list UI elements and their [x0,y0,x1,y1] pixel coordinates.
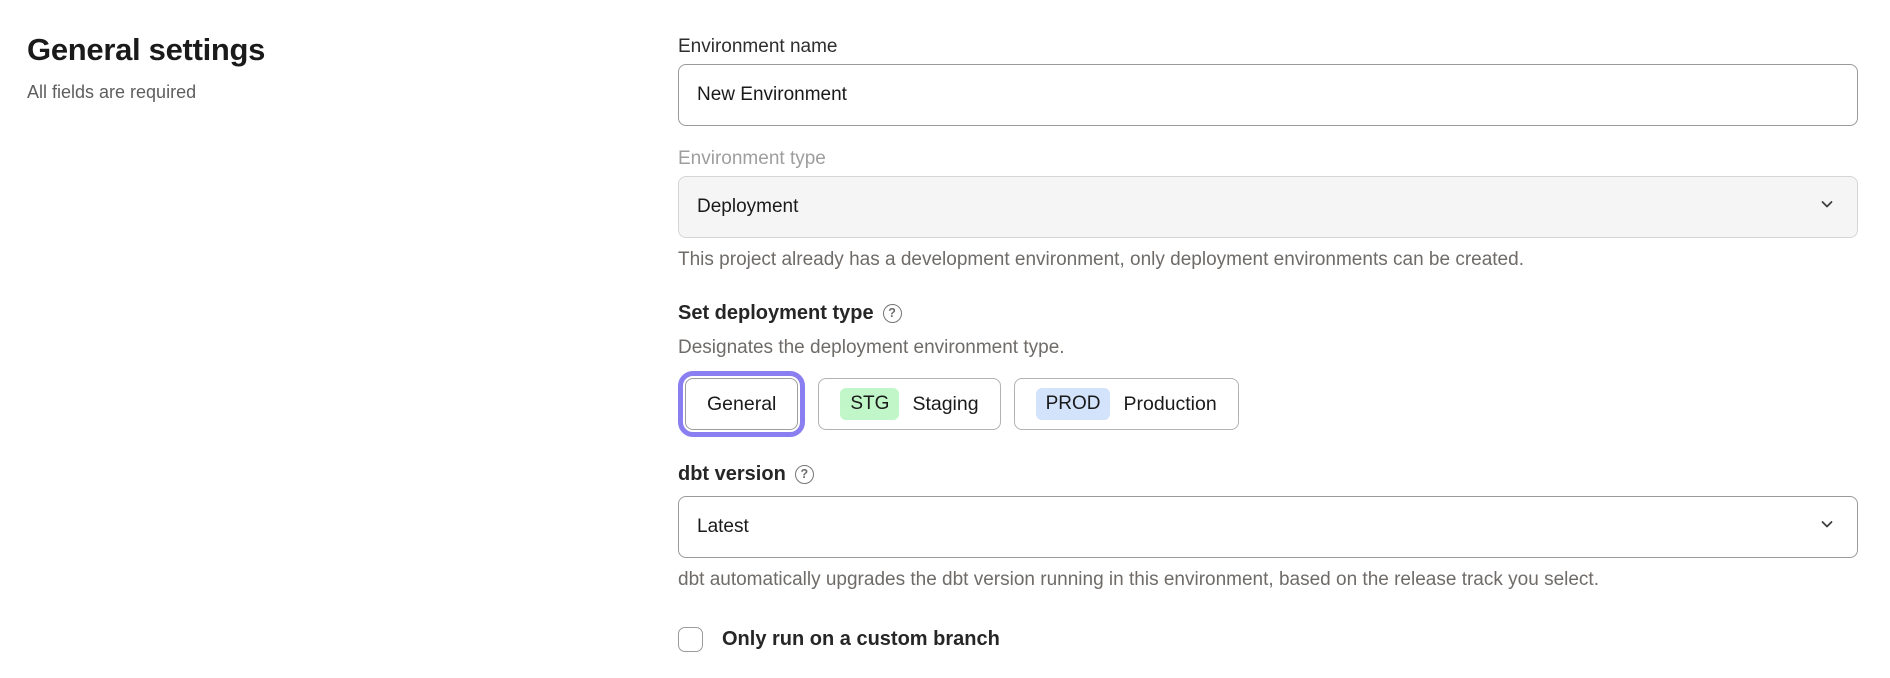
chevron-down-icon [1819,196,1835,218]
custom-branch-checkbox[interactable] [678,627,703,652]
environment-type-helper: This project already has a development e… [678,249,1524,270]
deployment-type-option-production[interactable]: PROD Production [1013,378,1239,430]
chevron-down-icon [1819,516,1835,538]
environment-name-label: Environment name [678,36,838,57]
dbt-version-heading: dbt version ? [678,460,1858,488]
custom-branch-row[interactable]: Only run on a custom branch [678,627,1000,652]
deployment-type-option-staging[interactable]: STG Staging [818,378,1001,430]
deployment-type-options: General STG Staging PROD Production [677,371,1858,437]
environment-type-label: Environment type [678,148,826,169]
deployment-type-heading: Set deployment type ? [678,299,1858,327]
help-icon[interactable]: ? [794,464,814,484]
dbt-version-label: dbt version [678,463,786,485]
deployment-type-label: Set deployment type [678,302,874,324]
settings-intro: General settings All fields are required [27,32,587,104]
production-badge: PROD [1035,388,1111,420]
option-label: Staging [912,392,979,415]
option-label: Production [1123,392,1217,415]
help-icon[interactable]: ? [882,303,902,323]
staging-badge: STG [840,388,900,420]
page-title: General settings [27,32,266,67]
dbt-version-value: Latest [697,516,749,537]
deployment-type-helper: Designates the deployment environment ty… [678,337,1065,358]
dbt-version-select[interactable]: Latest [678,496,1858,558]
environment-name-input[interactable] [678,64,1858,126]
dbt-version-helper: dbt automatically upgrades the dbt versi… [678,569,1599,590]
deployment-type-option-general[interactable]: General [677,371,806,437]
settings-form: Environment name Environment type Deploy… [677,34,1858,652]
environment-type-value: Deployment [697,196,799,217]
custom-branch-label: Only run on a custom branch [722,628,1000,650]
environment-type-select: Deployment [678,176,1858,238]
option-label: General [707,392,777,415]
page-subtitle: All fields are required [27,82,197,102]
